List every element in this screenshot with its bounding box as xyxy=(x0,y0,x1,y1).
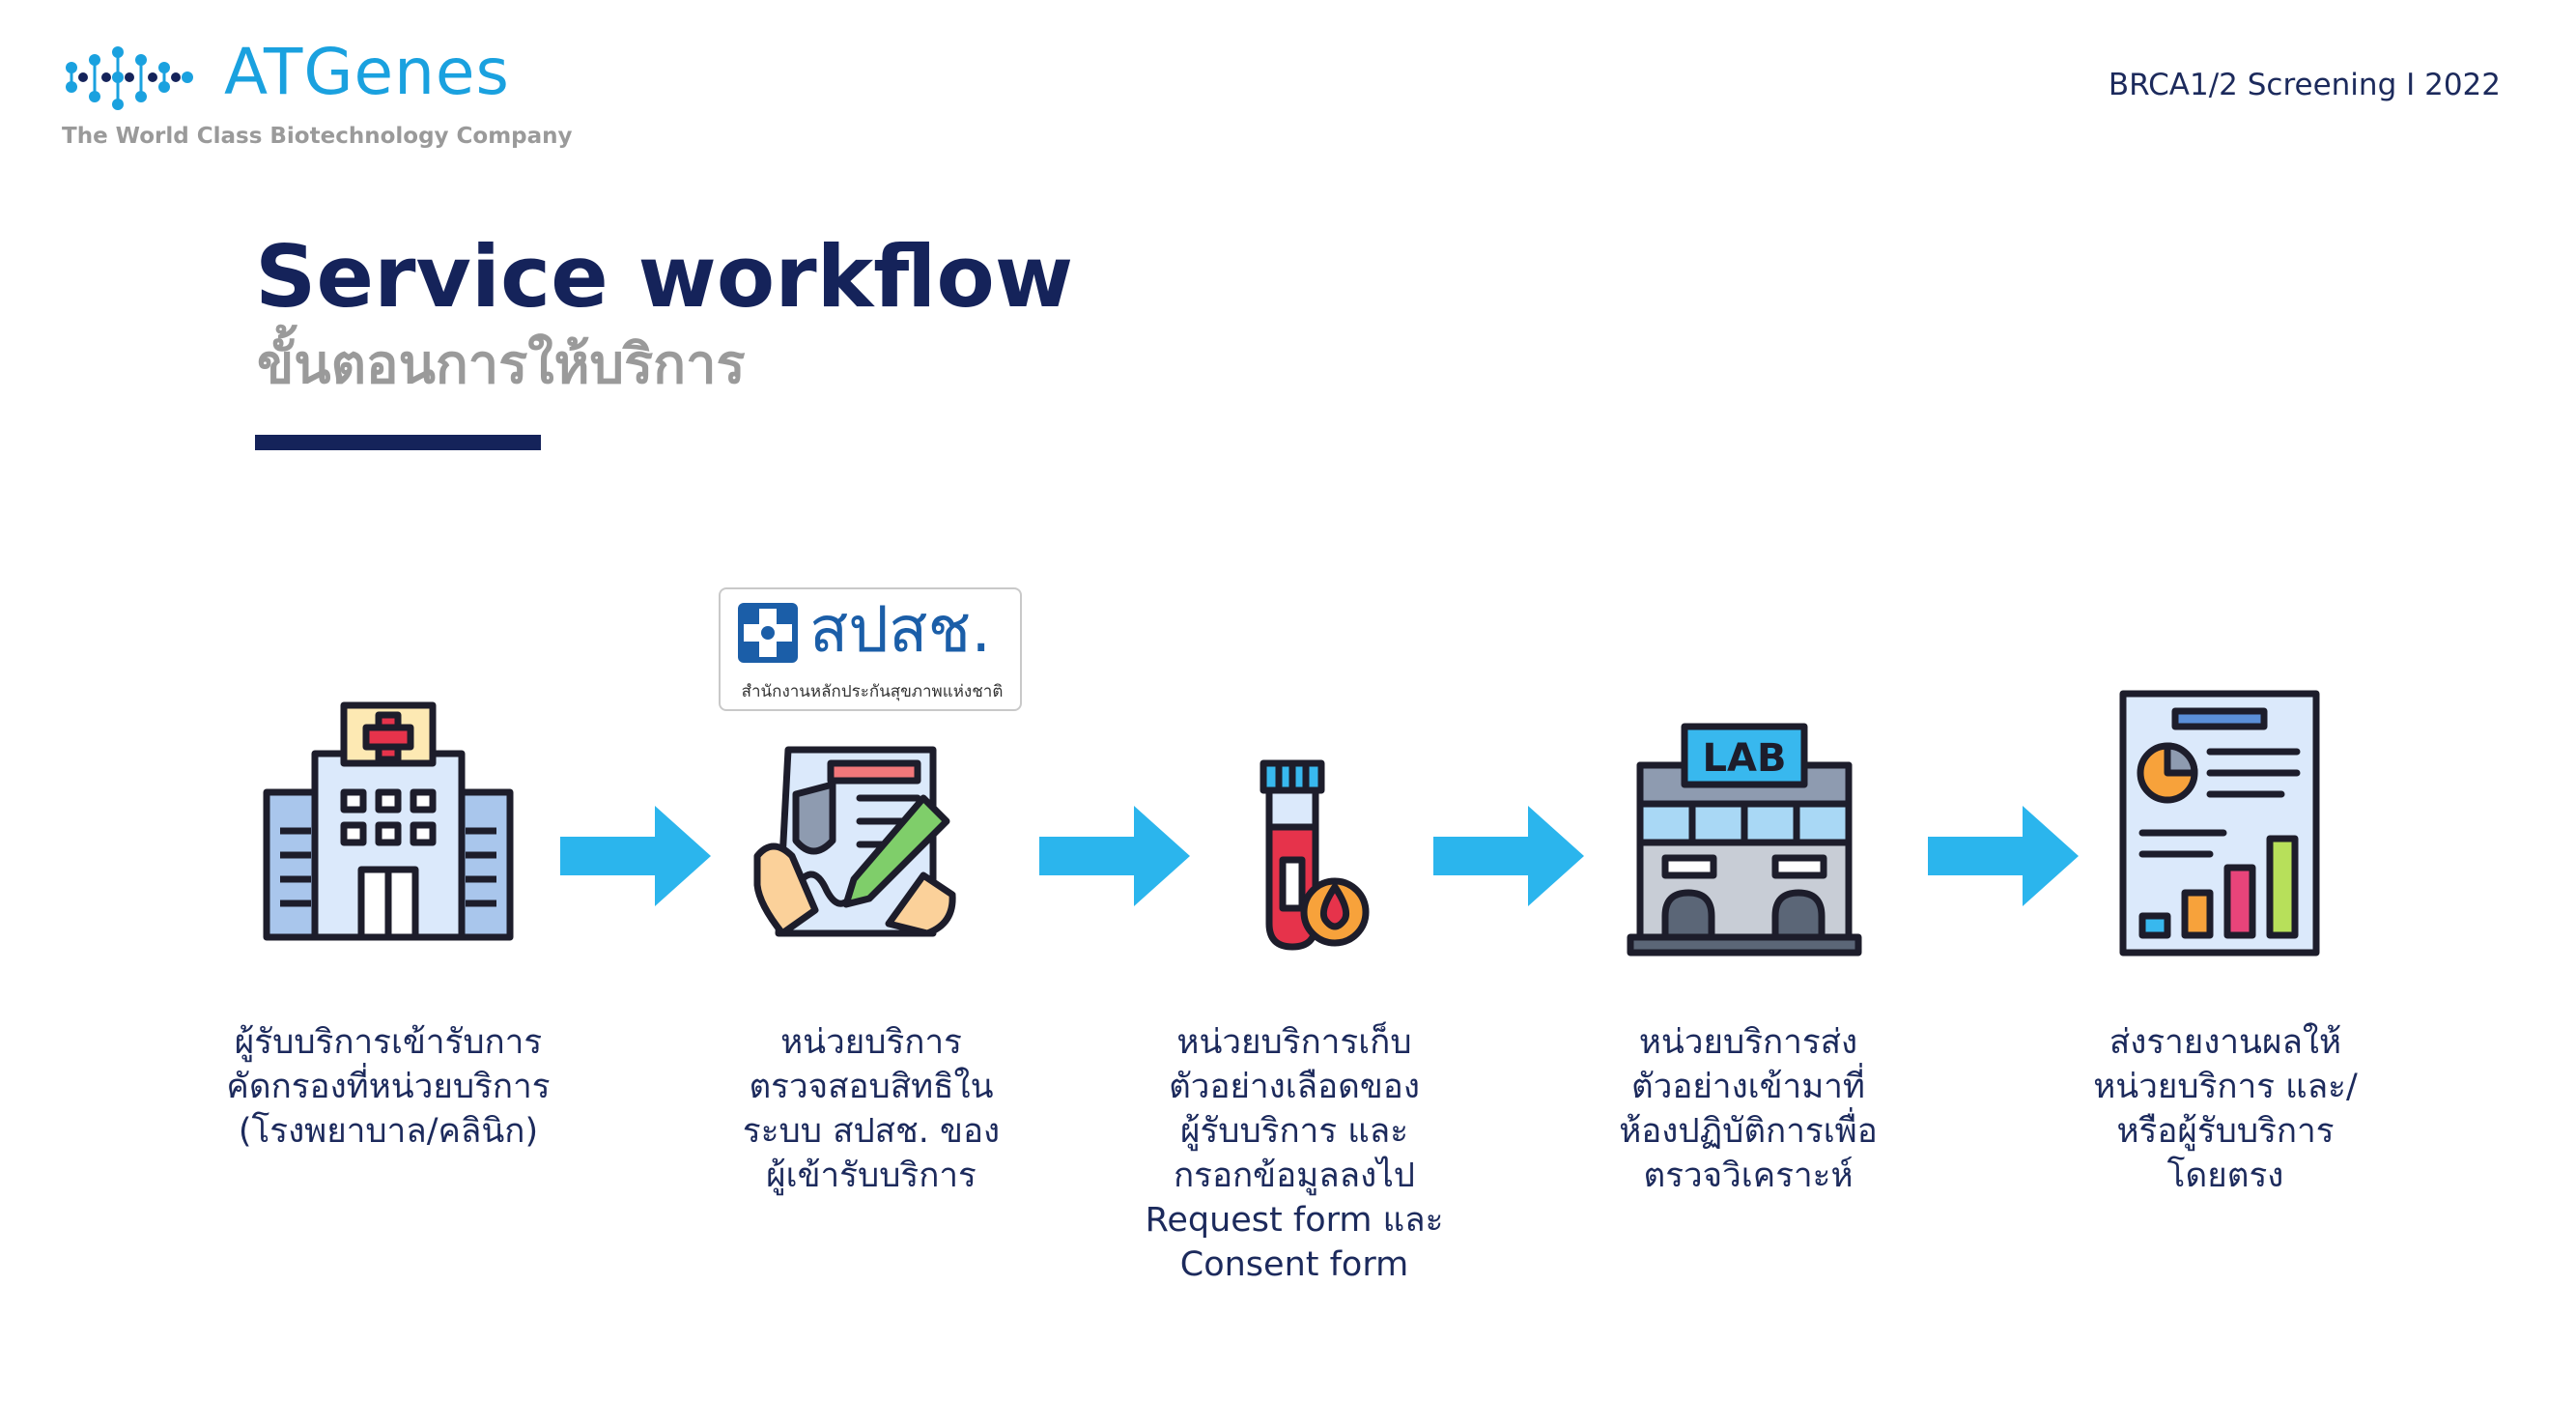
blood-tube-icon xyxy=(1260,759,1370,951)
page-title: Service workflow xyxy=(255,227,1074,327)
arrow-right-icon xyxy=(1433,806,1584,906)
brand-tagline: The World Class Biotechnology Company xyxy=(62,124,573,149)
step-5-description: ส่งรายงานผลให้หน่วยบริการ และ/หรือผู้รับ… xyxy=(2093,1023,2358,1195)
step-3-description: หน่วยบริการเก็บตัวอย่างเลือดของผู้รับบริ… xyxy=(1145,1023,1444,1284)
lab-building-icon: LAB xyxy=(1627,723,1862,957)
atgenes-logo-icon xyxy=(66,46,193,110)
svg-text:LAB: LAB xyxy=(1703,736,1787,781)
page-subtitle: ขั้นตอนการให้บริการ xyxy=(257,333,746,396)
nhso-subtitle: สำนักงานหลักประกันสุขภาพแห่งชาติ xyxy=(741,682,1004,701)
nhso-name: สปสช. xyxy=(809,592,992,667)
step-2-description: หน่วยบริการตรวจสอบสิทธิในระบบ สปสช. ของผ… xyxy=(742,1023,1001,1195)
brand-name: ATGenes xyxy=(224,35,510,109)
arrow-right-icon xyxy=(560,806,711,906)
nhso-logo-badge: สปสช. สำนักงานหลักประกันสุขภาพแห่งชาติ xyxy=(719,587,1022,711)
document-label: BRCA1/2 Screening I 2022 xyxy=(2108,68,2501,102)
hospital-icon xyxy=(263,701,514,941)
arrow-right-icon xyxy=(1039,806,1190,906)
document-sign-icon xyxy=(753,746,956,937)
step-1-description: ผู้รับบริการเข้ารับการคัดกรองที่หน่วยบริ… xyxy=(226,1023,551,1151)
arrow-right-icon xyxy=(1928,806,2079,906)
report-icon xyxy=(2119,690,2320,957)
nhso-cross-icon xyxy=(738,603,798,663)
title-underline xyxy=(255,435,541,450)
step-4-description: หน่วยบริการส่งตัวอย่างเข้ามาที่ห้องปฏิบั… xyxy=(1619,1023,1878,1195)
